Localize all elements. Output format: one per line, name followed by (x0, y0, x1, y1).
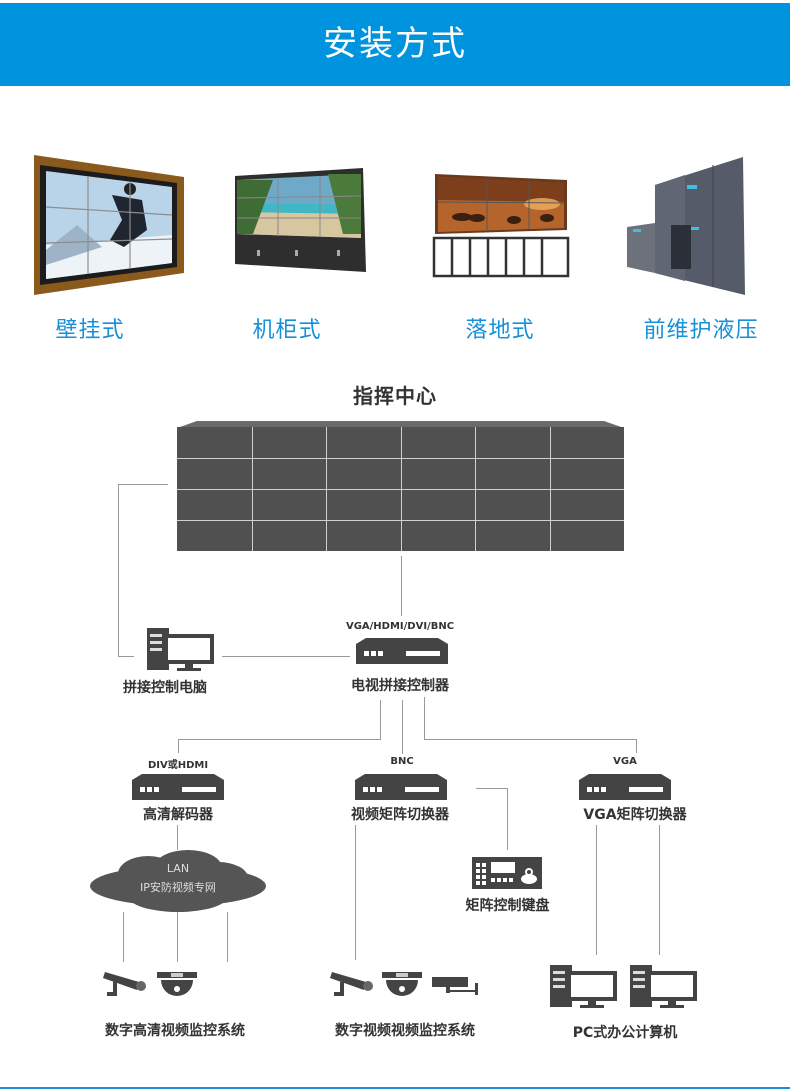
bullet-camera-icon (330, 968, 374, 1002)
connector-line (222, 656, 350, 657)
decoder-device-icon (132, 774, 224, 800)
connector-line (596, 825, 597, 955)
vga-matrix-device-icon (579, 774, 671, 800)
wall-mounted-video-wall-photo (32, 155, 187, 300)
diagram-title: 指挥中心 (353, 384, 437, 408)
control-pc-label: 拼接控制电脑 (123, 680, 207, 696)
control-keyboard-icon (472, 857, 542, 889)
branch-port-hd: DIV或HDMI (147, 760, 209, 771)
connector-line (178, 739, 381, 740)
computer-icon (550, 965, 620, 1009)
page-title: 安装方式 (323, 24, 467, 64)
cloud-line-network: IP安防视频专网 (140, 881, 216, 894)
connector-line (424, 697, 425, 740)
connector-line (177, 912, 178, 962)
branch-label-hd: 高清解码器 (143, 807, 213, 823)
connector-line (424, 739, 637, 740)
floor-stand-video-wall-photo (432, 172, 572, 284)
system-label-digital: 数字视频视频监控系统 (335, 1023, 475, 1039)
header-banner: 安装方式 (0, 3, 790, 86)
cloud-line-lan: LAN (166, 862, 190, 875)
connector-line (177, 825, 178, 850)
box-camera-icon (432, 975, 480, 997)
connector-line (227, 912, 228, 962)
connector-line (118, 656, 134, 657)
connector-line (380, 700, 381, 740)
network-cloud-icon (88, 848, 268, 914)
connector-line (507, 788, 508, 850)
install-label-floor-stand: 落地式 (465, 318, 535, 343)
branch-label-vga: VGA矩阵切换器 (583, 807, 687, 823)
connector-line (636, 739, 637, 753)
install-label-wall-mounted: 壁挂式 (55, 318, 125, 343)
computer-icon (630, 965, 700, 1009)
connector-line (401, 556, 402, 616)
main-controller-label: 电视拼接控制器 (351, 678, 449, 694)
branch-port-vga: VGA (613, 756, 637, 767)
connector-line (659, 825, 660, 955)
branch-port-bnc: BNC (390, 756, 414, 767)
video-wall (177, 427, 624, 551)
controller-device-icon (356, 638, 448, 664)
system-label-pc: PC式办公计算机 (572, 1025, 678, 1041)
connector-line (476, 788, 508, 789)
branch-label-bnc: 视频矩阵切换器 (351, 807, 449, 823)
dome-camera-icon (157, 972, 197, 1002)
dome-camera-icon (382, 972, 422, 1002)
connector-line (178, 739, 179, 753)
bottom-divider (0, 1087, 790, 1089)
cabinet-video-wall-photo (233, 168, 368, 280)
computer-icon (147, 628, 217, 672)
connector-line (123, 912, 124, 962)
install-label-cabinet: 机柜式 (252, 318, 322, 343)
connector-line (355, 825, 356, 960)
install-label-front-maintenance: 前维护液压 (643, 318, 759, 343)
connector-line (118, 484, 119, 657)
connector-line (118, 484, 168, 485)
video-wall-top-edge (177, 421, 624, 428)
keyboard-label: 矩阵控制键盘 (465, 898, 550, 914)
bullet-camera-icon (103, 968, 147, 1002)
main-controller-port: VGA/HDMI/DVI/BNC (345, 621, 455, 632)
front-maintenance-hydraulic-photo (625, 155, 750, 295)
video-matrix-device-icon (355, 774, 447, 800)
connector-line (402, 700, 403, 754)
video-wall-grid (177, 427, 624, 551)
system-label-hd: 数字高清视频监控系统 (105, 1023, 245, 1039)
